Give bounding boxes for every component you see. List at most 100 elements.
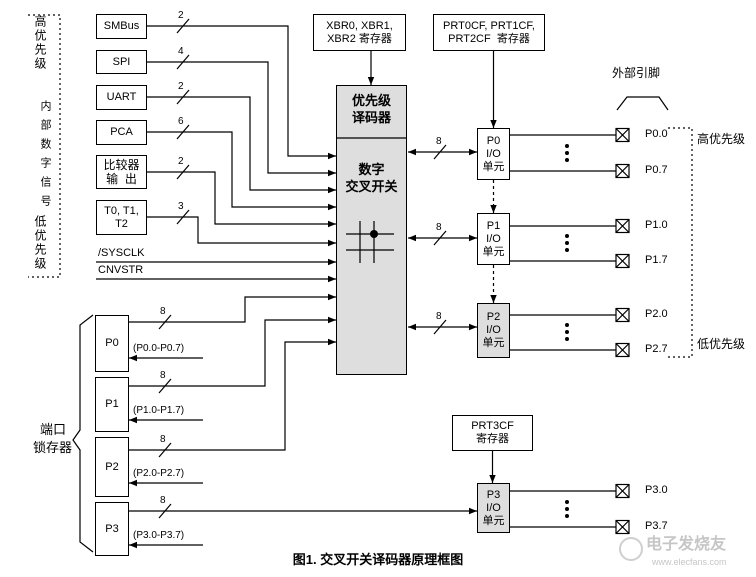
pin-terminal-icon (615, 218, 630, 234)
prt-register-block: PRT0CF, PRT1CF, PRT2CF 寄存器 (433, 14, 545, 51)
crossbar-switch-label: 数字 (358, 162, 385, 177)
latch-p1-output-line (129, 316, 336, 387)
comparator-block: 比较器 输 出 (96, 155, 147, 189)
latch-p3-block: P3 (95, 502, 129, 556)
port-latch-group-label: 端口 (40, 422, 67, 437)
latch-p0-block: P0 (95, 315, 129, 372)
latch-p3-range-label: (P3.0-P3.7) (133, 530, 185, 541)
cell-label: I/O (486, 501, 501, 514)
spi-block: SPI (96, 50, 147, 74)
external-pins-title: 外部引脚 (612, 66, 661, 80)
uart-bus-line (147, 96, 336, 194)
pin-terminal-icon (615, 342, 630, 358)
p1-io-cell: P1 I/O 单元 (477, 213, 510, 265)
ellipsis-dots (565, 500, 569, 518)
cell-label: I/O (486, 232, 501, 245)
left-low-priority-label: 低优先级 (33, 215, 47, 271)
latch-label: P3 (105, 522, 119, 535)
crossbar-p1-bus-width: 8 (436, 222, 442, 233)
pca-bus-width: 6 (178, 116, 184, 127)
latch-p2-range-label: (P2.0-P2.7) (133, 468, 185, 479)
crossbar-p2-slash (433, 319, 447, 335)
prt3-register-block: PRT3CF 寄存器 (452, 415, 533, 451)
crossbar-block (336, 85, 407, 375)
right-low-priority-label: 低优先级 (697, 337, 746, 351)
ellipsis-dots (565, 234, 569, 252)
timer-bus-width: 3 (178, 201, 184, 212)
block-label: T2 (115, 217, 128, 230)
latch-p2-block: P2 (95, 437, 129, 497)
right-priority-bracket (668, 127, 693, 358)
xbr-register-block: XBR0, XBR1, XBR2 寄存器 (313, 14, 406, 51)
latch-p3-bus-width: 8 (160, 495, 166, 506)
smbus-bus-slash (176, 18, 190, 34)
crossbar-switch-label: 交叉开关 (345, 179, 398, 194)
cell-label: 单元 (482, 514, 505, 527)
crosspoint-switch-icon (346, 221, 394, 263)
ellipsis-dots (565, 144, 569, 162)
pin-label-p2-0: P2.0 (645, 308, 668, 320)
pin-label-p0-7: P0.7 (645, 164, 668, 176)
register-label: PRT2CF 寄存器 (448, 32, 530, 45)
cell-label: P2 (486, 311, 501, 323)
block-label: PCA (110, 126, 133, 138)
latch-p1-slash (158, 378, 172, 394)
register-label: XBR0, XBR1, (326, 19, 393, 32)
p2-io-cell: P2 I/O 单元 (477, 303, 510, 358)
figure-caption: 图1. 交叉开关译码器原理框图 (292, 552, 464, 567)
smbus-bus-width: 2 (178, 10, 184, 21)
cell-label: I/O (486, 147, 501, 160)
latch-p0-bus-width: 8 (160, 306, 166, 317)
block-label: 比较器 (103, 158, 140, 172)
comparator-bus-slash (176, 164, 190, 180)
block-label: 输 出 (106, 172, 137, 186)
cnvstr-label: CNVSTR (98, 264, 144, 276)
pin-terminal-icon (615, 127, 630, 143)
pin-terminal-icon (615, 519, 630, 535)
uart-block: UART (96, 85, 147, 110)
smbus-bus-line (147, 25, 336, 160)
cell-label: P1 (486, 219, 501, 232)
timer-bus-slash (176, 209, 190, 225)
internal-digital-signals-label: 内部数字信号 (39, 100, 51, 214)
latch-p0-range-label: (P0.0-P0.7) (133, 343, 185, 354)
p3-io-cell: P3 I/O 单元 (477, 483, 510, 533)
pca-bus-slash (176, 124, 190, 140)
latch-p2-bus-width: 8 (160, 434, 166, 445)
pin-terminal-icon (615, 483, 630, 499)
latch-p1-block: P1 (95, 377, 129, 432)
pca-bus-line (147, 131, 336, 211)
latch-p2-slash (158, 442, 172, 458)
cell-label: 单元 (482, 160, 505, 173)
register-label: 寄存器 (476, 433, 509, 445)
latch-p3-slash (158, 503, 172, 519)
timer-bus-line (147, 216, 336, 247)
latch-label: P1 (105, 398, 119, 410)
crossbar-p0-slash (433, 144, 447, 160)
smbus-block: SMBus (96, 14, 147, 39)
register-label: PRT0CF, PRT1CF, (443, 19, 535, 32)
pin-label-p3-0: P3.0 (645, 484, 668, 496)
sysclk-label: /SYSCLK (98, 247, 145, 259)
latch-p2-output-line (129, 338, 336, 451)
block-label: SPI (112, 55, 131, 68)
block-label: UART (106, 91, 137, 103)
crossbar-p0-bus-width: 8 (436, 136, 442, 147)
ellipsis-dots (565, 323, 569, 341)
comparator-bus-line (147, 171, 336, 228)
latch-label: P0 (105, 337, 119, 349)
cell-label: 单元 (482, 337, 505, 349)
p0-io-cell: P0 I/O 单元 (477, 128, 510, 180)
block-label: SMBus (103, 20, 140, 32)
port-latch-bracket (72, 314, 94, 553)
right-high-priority-label: 高优先级 (697, 132, 746, 146)
cell-label: I/O (486, 324, 501, 336)
spi-bus-line (147, 61, 336, 177)
register-label: XBR2 寄存器 (327, 32, 392, 45)
watermark-brand: 电子发烧友 (646, 536, 727, 553)
decoder-label: 译码器 (351, 110, 391, 125)
cell-label: P3 (486, 488, 501, 501)
decoder-label: 优先级 (351, 93, 391, 108)
comparator-bus-width: 2 (178, 156, 184, 167)
